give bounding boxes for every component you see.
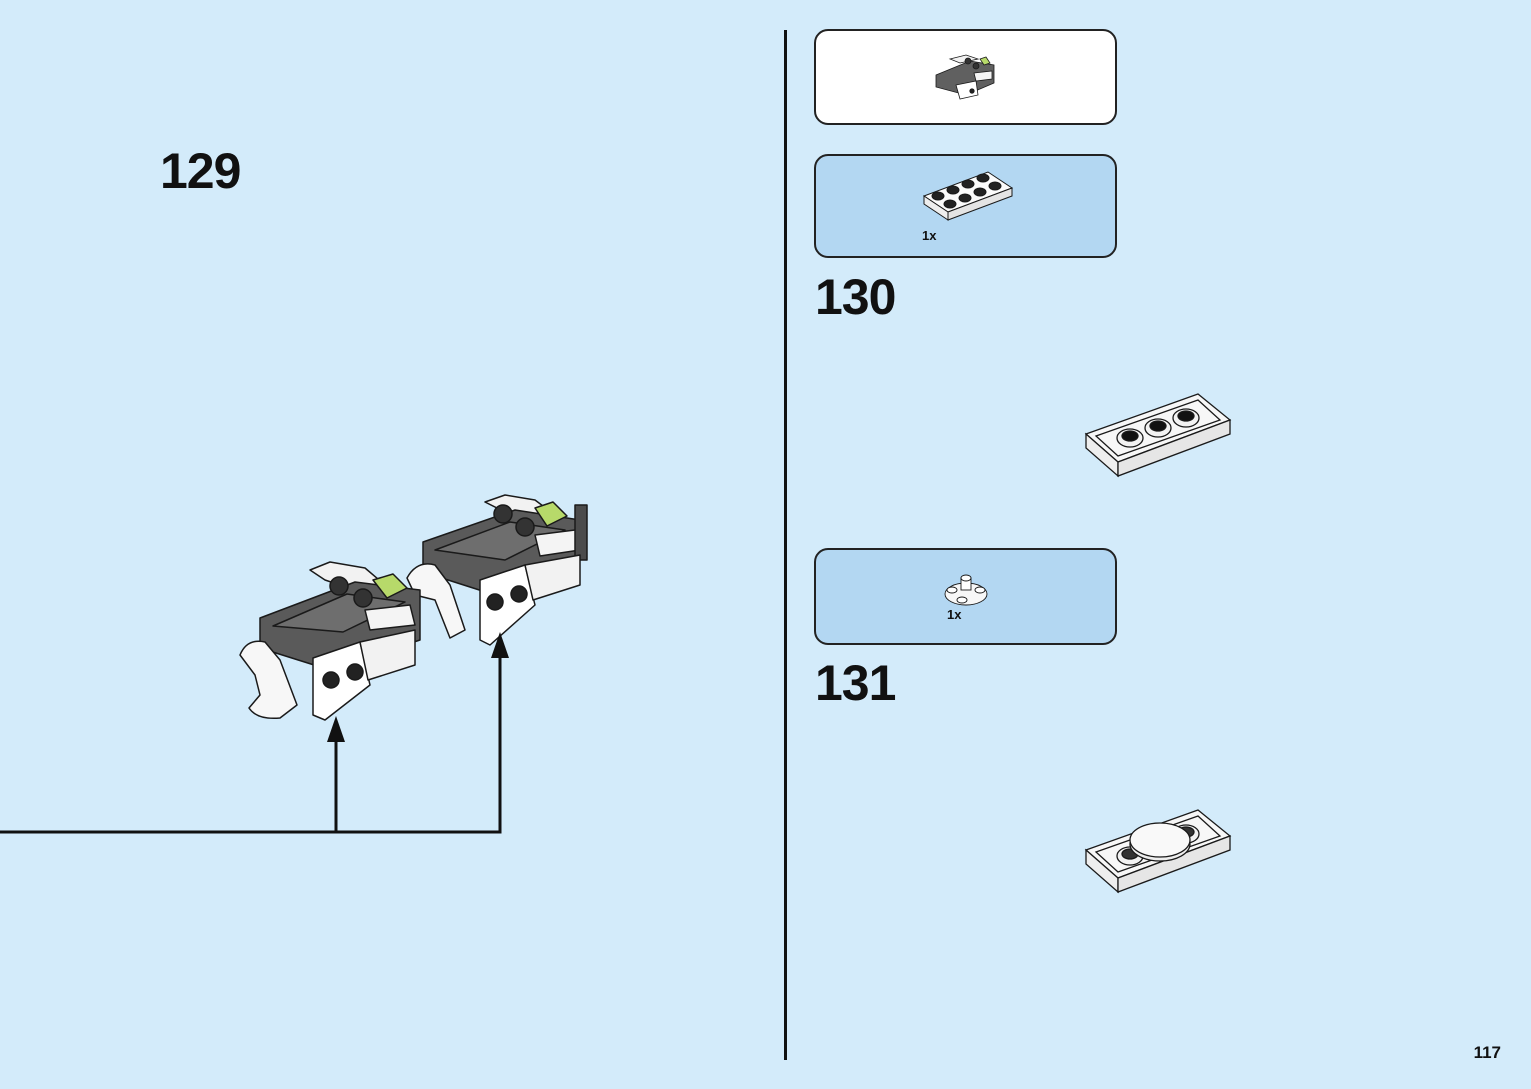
part-quantity: 1x — [947, 607, 962, 622]
step-number-131: 131 — [815, 655, 896, 711]
step-number-129: 129 — [160, 143, 241, 199]
parts-callout-step-131: 1x — [814, 548, 1117, 645]
part-quantity: 1x — [922, 228, 937, 243]
subassembly-callout — [814, 29, 1117, 125]
part-round-plate-icon — [944, 574, 988, 606]
part-plate-2x4-icon — [922, 171, 1014, 221]
subassembly-preview-illustration — [935, 54, 995, 100]
page-divider — [784, 30, 787, 1060]
arrow-head-right — [491, 632, 509, 658]
step-129-arrows — [0, 632, 509, 834]
step-number-130: 130 — [815, 269, 896, 325]
page-number: 117 — [1473, 1043, 1501, 1062]
arrow-line-horizontal — [0, 650, 502, 834]
step-130-jumper-plate-illustration — [1084, 393, 1232, 478]
step-129-model-illustration — [239, 494, 588, 721]
parts-callout-step-130: 1x — [814, 154, 1117, 258]
arrow-head-left — [327, 716, 345, 742]
step-131-dome-plate-illustration — [1084, 809, 1232, 894]
